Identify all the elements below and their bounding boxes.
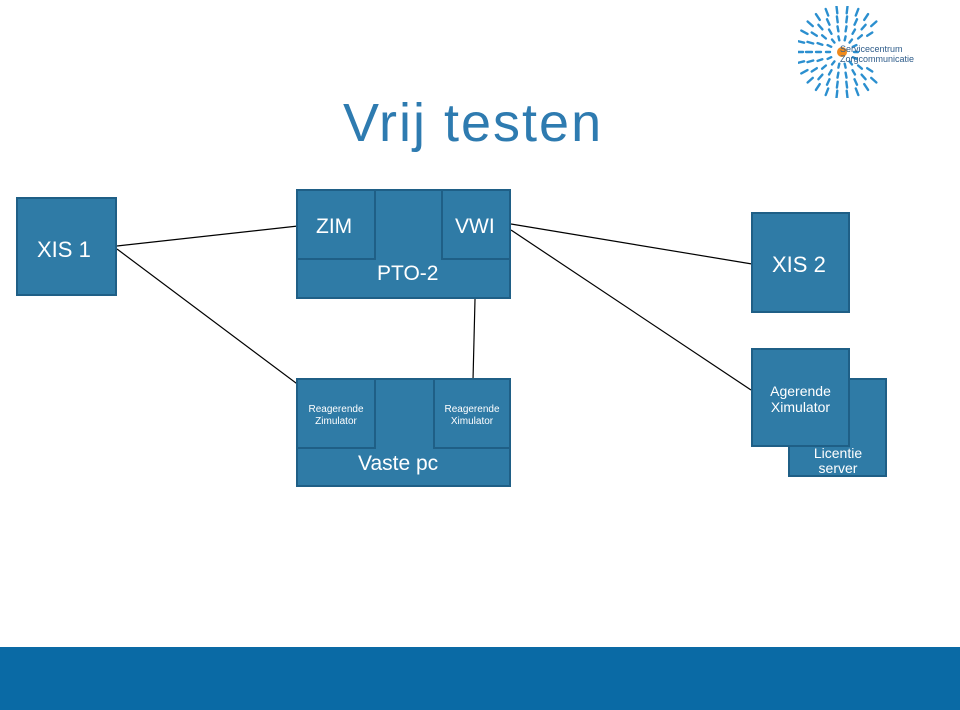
reagerende-zimulator-line1: Reagerende [308, 404, 364, 415]
logo-line2: Zorgcommunicatie [840, 54, 915, 64]
logo-ray [853, 18, 859, 26]
logo-ray [800, 68, 809, 75]
logo-ray [820, 34, 828, 40]
logo-ray [825, 18, 831, 26]
logo-ray [869, 20, 878, 28]
logo-ray [844, 25, 848, 33]
agerende-ximulator-line1: Agerende [770, 383, 831, 399]
logo-ray [836, 25, 840, 33]
node-zim: ZIM [296, 189, 376, 260]
logo-ray [862, 82, 870, 92]
logo-ray [806, 76, 815, 84]
logo-ray [810, 31, 818, 37]
logo-ray [851, 56, 858, 61]
logo-line1: Servicecentrum [840, 44, 903, 54]
footer-band [0, 647, 960, 710]
line-xis1-zim [116, 225, 299, 247]
logo-ray [816, 58, 824, 63]
licentie-server-line2: server [818, 460, 858, 476]
logo-ray [820, 64, 828, 70]
line-xis1-reagerende-zimulator [116, 248, 313, 396]
logo-ray [845, 6, 849, 15]
node-reagerende-ximulator: Reagerende Ximulator [433, 378, 511, 449]
logo-ray [845, 80, 849, 89]
logo-ray [862, 12, 870, 22]
node-pto2-label: PTO-2 [377, 262, 439, 285]
logo-ray [851, 28, 857, 35]
node-xis2-label: XIS 2 [772, 252, 826, 277]
logo-ray [825, 78, 831, 86]
logo-ray [853, 78, 859, 86]
logo-ray [865, 67, 874, 73]
logo-ray [827, 28, 833, 35]
logo-ray [827, 68, 833, 76]
logo-ray [817, 23, 824, 31]
logo-ray [851, 68, 857, 76]
reagerende-zimulator-line2: Zimulator [315, 416, 357, 427]
line-vwi-xis2 [510, 223, 753, 265]
logo-ray [826, 43, 833, 48]
reagerende-ximulator-line1: Reagerende [444, 404, 500, 415]
logo-ray [845, 15, 849, 24]
logo-ray [835, 15, 839, 24]
node-vwi-label: VWI [455, 215, 495, 238]
logo-ray [851, 43, 858, 48]
logo-ray [835, 80, 839, 89]
logo-ray [806, 20, 815, 28]
logo-text: Servicecentrum Zorgcommunicatie [840, 44, 914, 64]
logo-ray [856, 64, 864, 70]
node-xis1-label: XIS 1 [37, 237, 91, 262]
node-vaste-pc-label: Vaste pc [358, 452, 439, 475]
licentie-server-line1: Licentie [813, 445, 863, 461]
logo-ray [806, 40, 815, 45]
logo-ray [843, 35, 847, 42]
logo-ray [860, 23, 867, 31]
logo-ray [798, 60, 806, 65]
reagerende-ximulator-line2: Ximulator [450, 416, 494, 427]
logo-ray [830, 60, 836, 66]
slide-title: Vrij testen [343, 93, 604, 153]
logo-ray [837, 35, 841, 42]
logo-ray [836, 71, 840, 79]
logo-ray [856, 34, 864, 40]
logo-ray [814, 82, 821, 92]
logo-ray [854, 7, 860, 17]
line-vwi-agerende [510, 229, 752, 391]
logo-ray [843, 62, 847, 69]
node-xis1: XIS 1 [16, 197, 117, 296]
logo-ray [798, 39, 806, 44]
node-xis2: XIS 2 [751, 212, 850, 313]
sunburst-logo-icon [798, 6, 878, 98]
logo-ray [800, 29, 809, 36]
node-agerende-ximulator: Agerende Ximulator [751, 348, 850, 447]
logo-ray [824, 87, 830, 97]
logo-ray [810, 67, 818, 73]
node-vwi: VWI [441, 189, 511, 260]
logo-ray [860, 73, 867, 81]
logo-ray [869, 76, 878, 84]
logo-ray [824, 7, 830, 17]
logo-ray [816, 41, 824, 46]
logo-ray [826, 56, 833, 61]
logo-ray [806, 59, 815, 64]
logo-ray [848, 60, 854, 66]
logo-ray [845, 89, 849, 98]
logo-ray [865, 31, 874, 37]
agerende-ximulator-line2: Ximulator [770, 399, 831, 415]
logo-ray [814, 12, 821, 22]
logo-ray [844, 71, 848, 79]
logo-ray [817, 73, 824, 81]
node-reagerende-zimulator: Reagerende Zimulator [296, 378, 376, 449]
logo-ray [854, 87, 860, 97]
logo-ray [837, 62, 841, 69]
logo-ray [835, 89, 839, 98]
logo-ray [830, 38, 836, 44]
node-zim-label: ZIM [316, 215, 353, 238]
logo-ray [835, 6, 839, 15]
logo-ray [848, 38, 854, 44]
